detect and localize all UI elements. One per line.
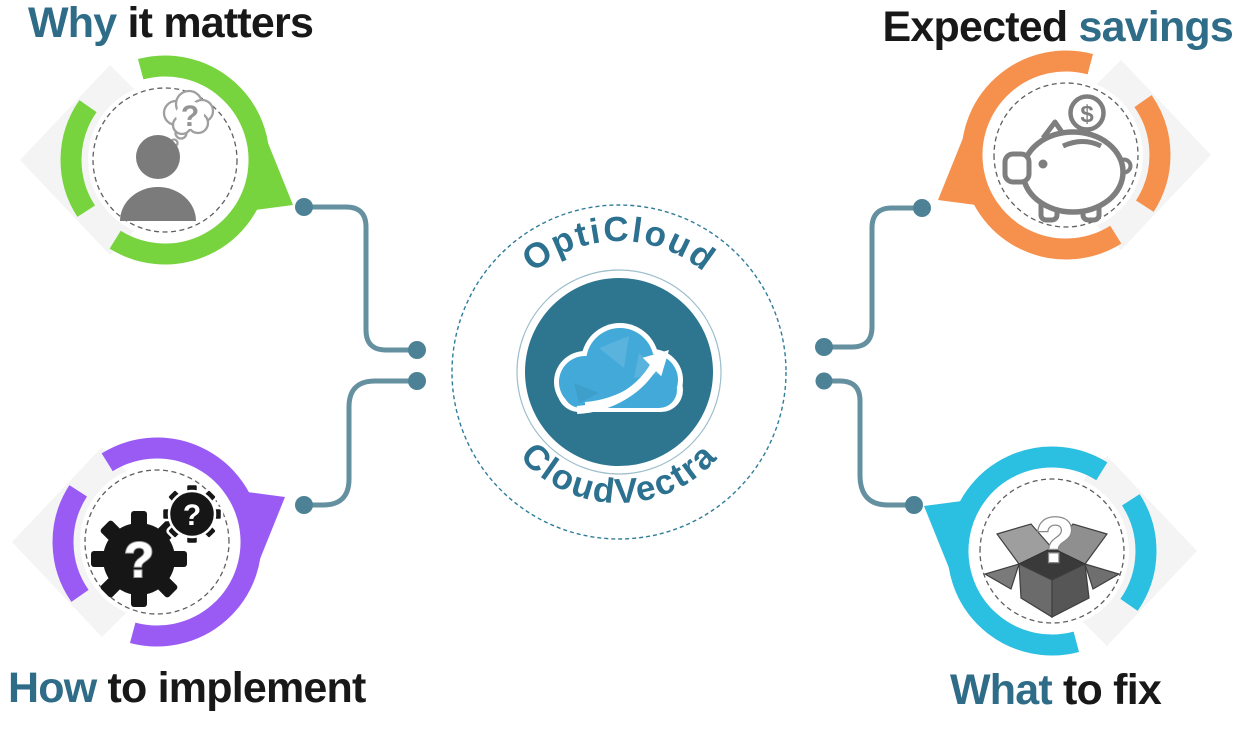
heading-why-it-matters: Why it matters [28, 0, 314, 47]
connector-dot [905, 496, 923, 514]
big-gear [91, 511, 187, 607]
node-how-to-implement: ? ? [12, 407, 292, 677]
dashed-inner-circle [84, 469, 230, 615]
logo-dashed-circle [451, 204, 787, 540]
heading-dark-part: to fix [1051, 666, 1162, 714]
pig-eye [1038, 159, 1048, 169]
heading-dark-part: Expected [882, 3, 1079, 51]
open-box-icon: ? [983, 503, 1121, 619]
heading-dark-part: to implement [96, 664, 367, 712]
person-shoulders [120, 187, 196, 221]
coin [1068, 94, 1106, 132]
center-logo-graphic: OptiCloud CloudVectra [451, 204, 787, 540]
dollar-sign: $ [1080, 101, 1094, 128]
connector-top-right [825, 205, 921, 350]
heading-accent-part: savings [1078, 3, 1233, 51]
logo-top-text: OptiCloud [515, 210, 723, 279]
pig-snout [1002, 151, 1032, 185]
connector-dot [295, 496, 313, 514]
connector-dot [913, 199, 931, 217]
thought-bubble [162, 89, 215, 136]
ring-pointer [247, 492, 285, 559]
dashed-inner-circle [993, 82, 1139, 228]
arrow-head [642, 350, 669, 377]
center-logo: OptiCloud CloudVectra [439, 192, 799, 552]
heading-what-to-fix: What to fix [950, 666, 1162, 714]
heading-how-to-implement: How to implement [8, 664, 367, 712]
ring-pointer [924, 501, 962, 568]
bubble-question-mark: ? [181, 100, 199, 133]
connector-bottom-right [825, 378, 913, 508]
connector-dot [408, 341, 426, 359]
connector-dot [408, 372, 426, 390]
heading-accent-part: How [8, 664, 97, 712]
connector-bottom-left [305, 378, 416, 508]
connector-dot [815, 372, 833, 390]
piggy-bank-icon: $ [1002, 94, 1133, 223]
cloud-logo-icon [554, 323, 683, 414]
ring-pointer [255, 143, 293, 210]
box-front-right [1051, 563, 1090, 618]
heading-dark-part: it matters [116, 0, 314, 47]
box-side-flap-left [983, 563, 1020, 590]
dashed-inner-circle [979, 478, 1125, 624]
small-gear [160, 482, 224, 546]
heading-accent-part: What [950, 666, 1053, 714]
gear-question-mark: ? [124, 532, 155, 588]
node-expected-savings: $ [931, 20, 1211, 290]
connector-top-left [305, 204, 416, 353]
gear-question-mark: ? [183, 499, 201, 532]
heading-expected-savings: Expected savings [882, 3, 1234, 51]
person-head [136, 135, 180, 179]
node-what-to-fix: ? [917, 416, 1197, 686]
logo-thin-ring [516, 269, 722, 475]
node-why-it-matters: ? [20, 25, 300, 295]
ring-pointer [938, 138, 976, 205]
connector-dot [295, 198, 313, 216]
coin-slot [1061, 139, 1103, 149]
heading-accent-part: Why [28, 0, 117, 47]
dashed-inner-circle [92, 87, 238, 233]
gears-question-icon: ? ? [91, 482, 224, 607]
box-question-mark: ? [1035, 504, 1074, 576]
connector-dot [815, 338, 833, 356]
box-side-flap-right [1084, 563, 1121, 590]
person-question-icon: ? [120, 89, 215, 221]
